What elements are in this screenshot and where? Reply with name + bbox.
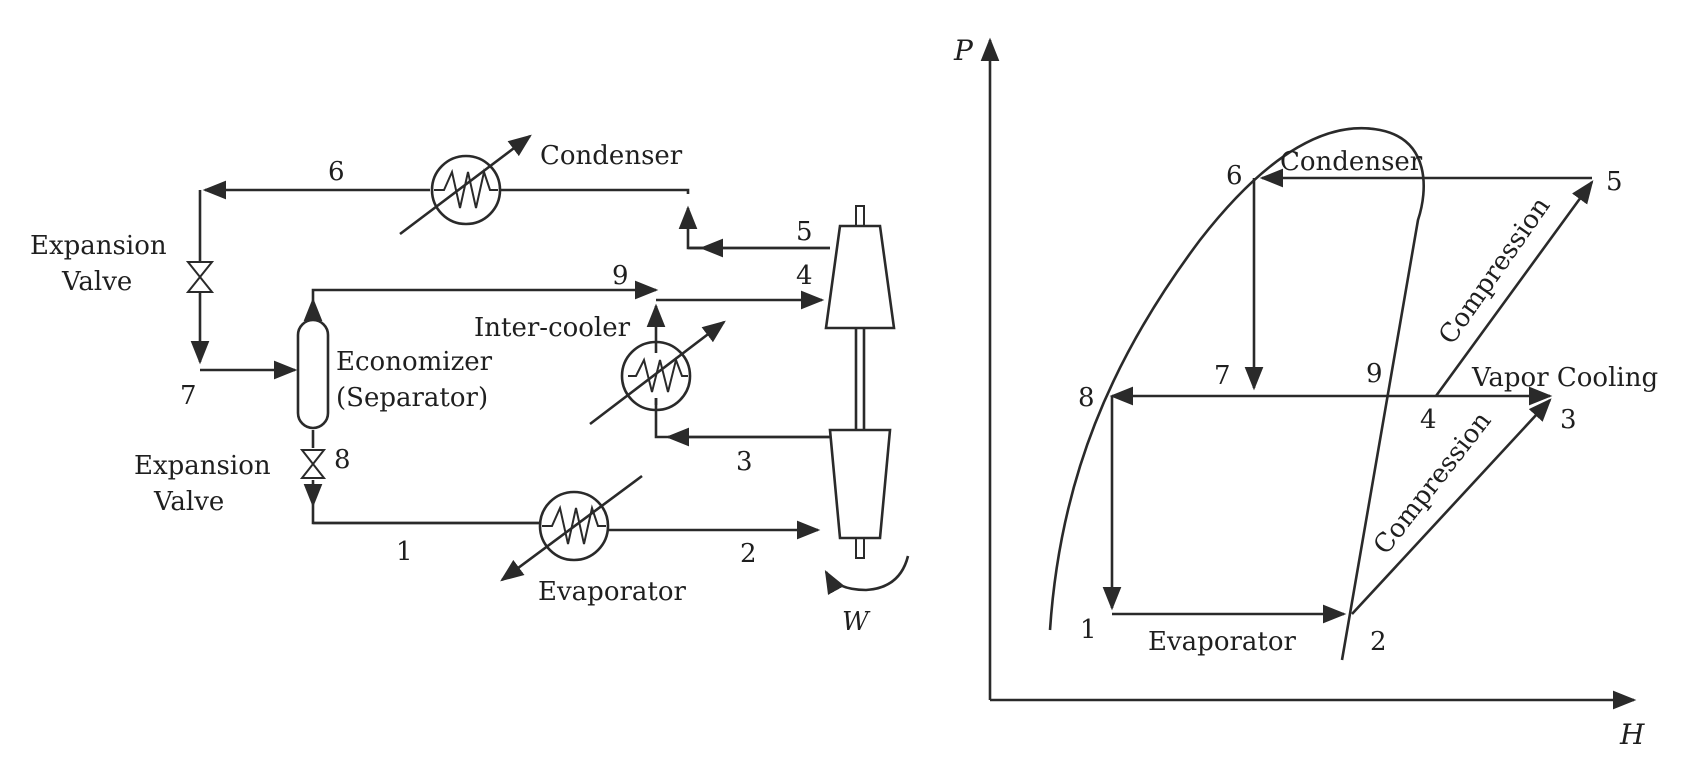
condenser-icon [399,134,532,236]
condenser-label: Condenser [540,141,683,171]
low-stage-compressor-icon [828,428,892,559]
economizer-icon [296,318,330,430]
h-axis-label: H [1619,718,1645,751]
point-2-label: 2 [740,539,757,569]
ph-point-6-label: 6 [1226,161,1243,191]
ph-point-5-label: 5 [1606,167,1623,197]
ph-point-3-label: 3 [1560,405,1577,435]
expansion-valve-bottom-icon [299,449,327,479]
compression-process-lower [1351,398,1552,615]
expansion-valve-bottom-label-1: Expansion [134,451,271,481]
ph-point-1-label: 1 [1080,615,1097,645]
point-7-label: 7 [180,381,197,411]
inter-cooler-label: Inter-cooler [474,313,631,343]
ph-point-4-label: 4 [1420,405,1437,435]
point-9-label: 9 [612,261,629,291]
pressure-enthalpy-diagram: P H Condenser Evaporator Vapor Cooling C… [953,34,1658,751]
point-6-label: 6 [328,157,345,187]
inter-cooler-icon [589,320,726,426]
evaporator-icon [500,474,643,582]
point-8-label: 8 [334,445,351,475]
expansion-valve-top-label-2: Valve [61,267,132,297]
ph-point-8-label: 8 [1078,383,1095,413]
compression-upper-label: Compression [1433,192,1556,350]
economizer-label-2: (Separator) [336,383,488,413]
saturation-dome [1048,126,1426,661]
ph-point-7-label: 7 [1214,361,1231,391]
economizer-label-1: Economizer [336,347,493,377]
refrigeration-schematic: Condenser Expansion Valve Economizer (Se… [30,134,910,637]
inter-cooler-line [646,303,830,447]
expansion-line-bottom [303,430,821,540]
compression-process-upper [1434,180,1594,397]
vapor-cooling-label: Vapor Cooling [1471,363,1658,393]
point-3-label: 3 [736,447,753,477]
point-1-label: 1 [396,537,413,567]
ph-point-2-label: 2 [1370,627,1387,657]
expansion-valve-top-label-1: Expansion [30,231,167,261]
point-4-label: 4 [796,261,813,291]
expansion-valve-bottom-label-2: Valve [153,487,224,517]
expansion-line-top [190,190,298,380]
evaporator-label: Evaporator [538,577,686,607]
work-arrow-icon [824,555,910,595]
compressor-shaft [854,328,866,430]
condenser-pipe [202,180,830,250]
ph-point-9-label: 9 [1366,359,1383,389]
ph-condenser-label: Condenser [1280,147,1423,177]
work-label: W [842,607,871,637]
expansion-valve-top-icon [185,261,215,293]
high-stage-compressor-icon [824,205,896,330]
point-5-label: 5 [796,217,813,247]
economizer-vapor-line [303,280,825,322]
p-axis-label: P [953,34,974,67]
ph-evaporator-label: Evaporator [1148,627,1296,657]
